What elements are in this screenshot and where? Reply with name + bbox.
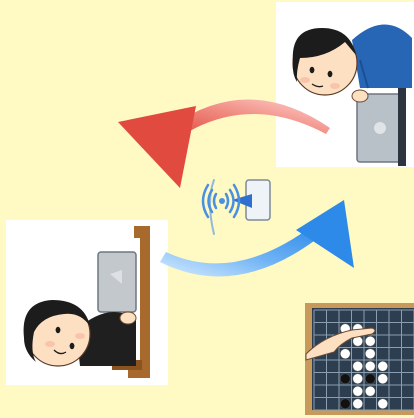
othello-board-icon (305, 303, 414, 415)
black-disc-icon (339, 398, 351, 410)
white-disc-icon (352, 373, 364, 385)
white-disc-icon (352, 385, 364, 397)
white-disc-icon (377, 373, 389, 385)
black-disc-icon (339, 373, 351, 385)
wifi-router-icon (201, 179, 271, 235)
white-disc-icon (377, 360, 389, 372)
red-arrow-icon (118, 99, 330, 188)
white-disc-icon (364, 385, 376, 397)
person-top-right (276, 2, 414, 167)
black-disc-icon (364, 373, 376, 385)
white-disc-icon (364, 360, 376, 372)
white-disc-icon (377, 398, 389, 410)
student-face-icon (292, 28, 358, 96)
student-face-icon (23, 300, 91, 367)
white-disc-icon (364, 348, 376, 360)
blue-arrow-icon (160, 200, 354, 277)
white-disc-icon (339, 348, 351, 360)
hand-icon (305, 327, 376, 361)
white-disc-icon (352, 360, 364, 372)
laptop-icon (97, 251, 137, 313)
white-disc-icon (352, 398, 364, 410)
person-bottom-left (6, 220, 168, 385)
white-disc-icon (364, 335, 376, 347)
